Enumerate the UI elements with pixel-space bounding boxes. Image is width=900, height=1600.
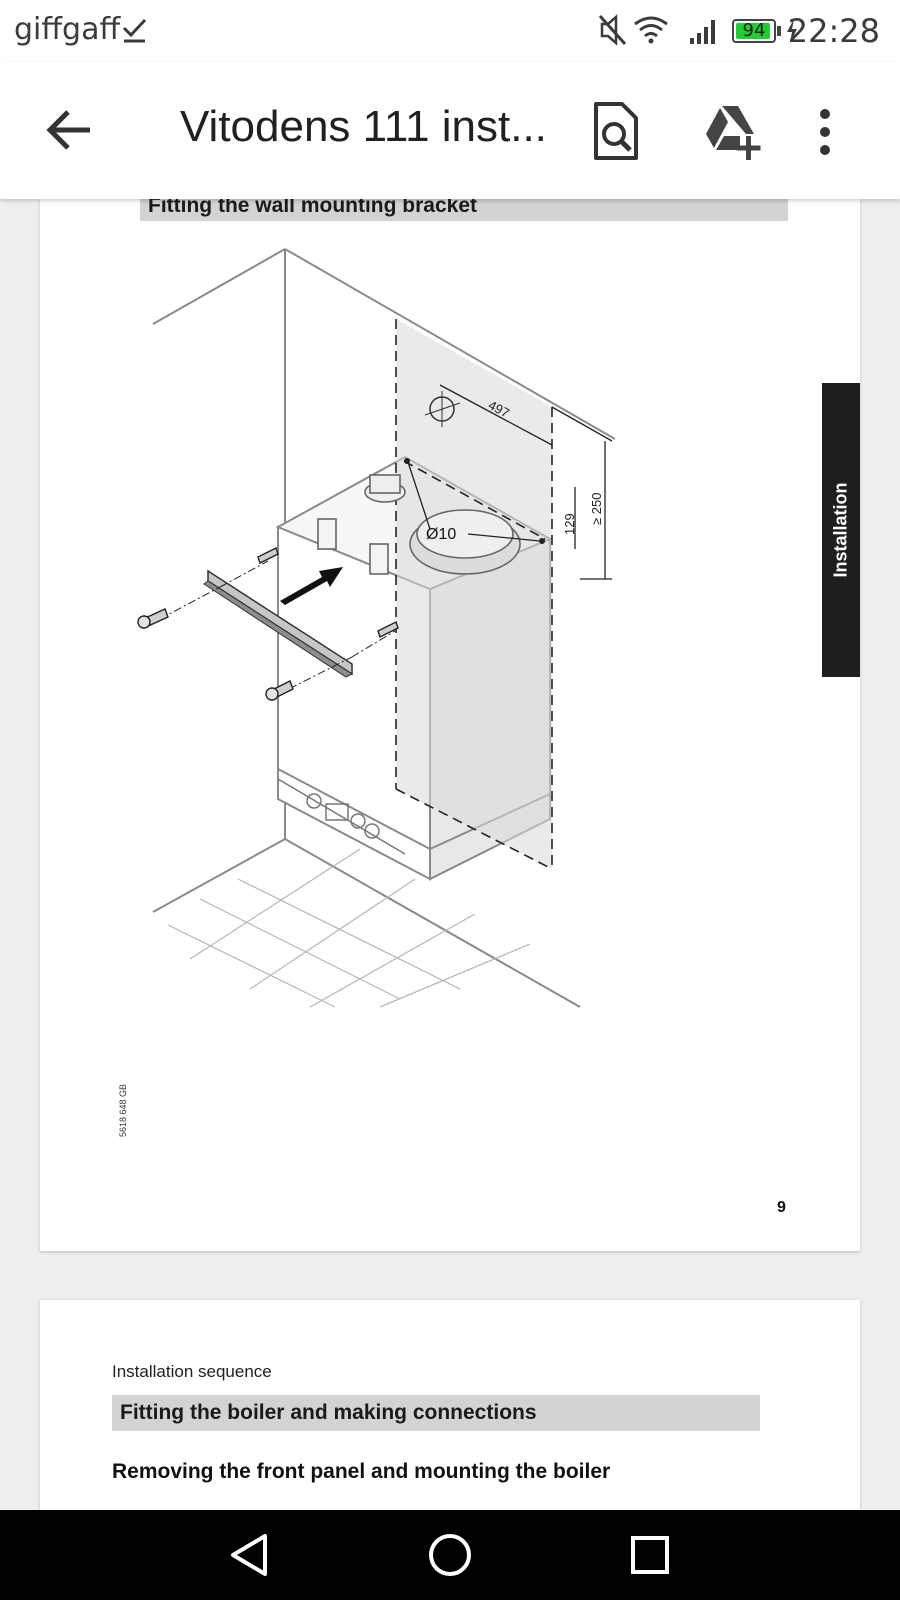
page-number: 9 (777, 1199, 786, 1216)
pdf-page: Fitting the wall mounting bracket (40, 189, 860, 1251)
dimension-height-250: ≥ 250 (589, 493, 604, 525)
dimension-diameter: Ø10 (426, 526, 456, 543)
check-icon (122, 18, 147, 43)
status-bar: giffgaff 94 22:28 (0, 0, 900, 62)
back-triangle-icon[interactable] (225, 1530, 275, 1580)
charging-icon (787, 19, 797, 43)
back-arrow-icon[interactable] (40, 100, 100, 160)
section-title: Fitting the boiler and making connection… (112, 1395, 760, 1431)
battery-level: 94 (742, 20, 766, 41)
document-code: 5618 648 GB (118, 1083, 128, 1137)
clock: 22:28 (787, 12, 880, 50)
side-tab-label: Installation (830, 482, 851, 578)
find-in-document-icon[interactable] (588, 100, 652, 164)
wall-bracket (137, 547, 399, 701)
carrier-name: giffgaff (14, 12, 121, 47)
app-toolbar: Vitodens 111 inst... (0, 62, 900, 199)
battery-icon: 94 (732, 19, 776, 43)
navigation-bar (0, 1510, 900, 1600)
sequence-label: Installation sequence (112, 1362, 272, 1381)
mute-icon (598, 14, 627, 46)
sub-heading: Removing the front panel and mounting th… (112, 1460, 611, 1483)
recents-square-icon[interactable] (625, 1530, 675, 1580)
document-title: Vitodens 111 inst... (180, 102, 547, 151)
drive-add-icon[interactable] (696, 100, 766, 164)
boiler-mounting-diagram: 497 Ø10 129 ≥ 250 (137, 248, 616, 1008)
dimension-height-129: 129 (562, 513, 577, 535)
more-vert-icon[interactable] (810, 100, 840, 164)
section-side-tab: Installation (822, 383, 860, 677)
home-circle-icon[interactable] (425, 1530, 475, 1580)
pdf-page: Installation sequence Fitting the boiler… (40, 1300, 860, 1510)
signal-icon (690, 20, 715, 44)
wifi-icon (634, 16, 668, 44)
